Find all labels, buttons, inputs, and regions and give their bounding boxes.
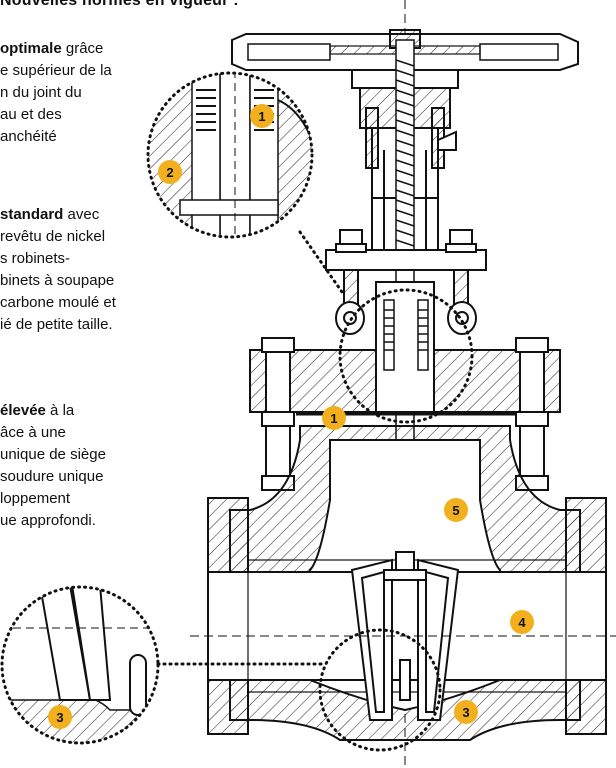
paragraph-line: standard avec (0, 206, 100, 223)
zoom-detail-seat (0, 585, 160, 745)
paragraph-line: ue approfondi. (0, 512, 96, 529)
paragraph-line: e supérieur de la (0, 62, 112, 79)
paragraph-line: élevée à la (0, 402, 75, 419)
badge-1-top: 1 (250, 104, 274, 128)
paragraph-line: âce à une (0, 424, 66, 441)
paragraph-line: s robinets- (0, 250, 71, 267)
paragraph-line: soudure unique (0, 468, 104, 485)
paragraph-line: carbone moulé et (0, 294, 116, 311)
paragraph-line: n du joint du (0, 84, 82, 101)
heading-title: Nouvelles normes en vigueur : (0, 0, 239, 9)
bonnet (249, 281, 561, 491)
badge-label: 3 (462, 705, 469, 720)
badge-4: 4 (510, 610, 534, 634)
zoom-detail-packing (146, 71, 314, 239)
badge-label: 4 (518, 615, 526, 630)
gate-wedge (350, 551, 460, 721)
badge-1-bonnet: 1 (322, 406, 346, 430)
detail-marker-packing (338, 288, 474, 424)
badge-label: 5 (452, 503, 459, 518)
paragraph-line: unique de siège (0, 446, 106, 463)
feature-paragraph-3: élevée à la âce à une unique de siège so… (0, 400, 106, 532)
feature-paragraph-1: optimale grâce e supérieur de la n du jo… (0, 38, 112, 148)
paragraph-line: loppement (0, 490, 71, 507)
badge-label: 2 (166, 165, 173, 180)
paragraph-line: ié de petite taille. (0, 316, 113, 333)
badge-label: 1 (330, 411, 337, 426)
badge-label: 3 (56, 710, 63, 725)
paragraph-line: revêtu de nickel (0, 228, 106, 245)
paragraph-line: optimale grâce (0, 40, 104, 57)
paragraph-line: binets à soupape (0, 272, 115, 289)
badge-5: 5 (444, 498, 468, 522)
detail-marker-seat (318, 628, 442, 752)
paragraph-line: au et des (0, 106, 62, 123)
badge-label: 1 (258, 109, 265, 124)
gland-flange (325, 229, 487, 335)
paragraph-line: anchéité (0, 128, 57, 145)
badge-3-left: 3 (48, 705, 72, 729)
feature-paragraph-2: standard avec revêtu de nickel s robinet… (0, 204, 116, 336)
badge-3-seat: 3 (454, 700, 478, 724)
badge-2: 2 (158, 160, 182, 184)
leader-line-packing (298, 230, 344, 294)
